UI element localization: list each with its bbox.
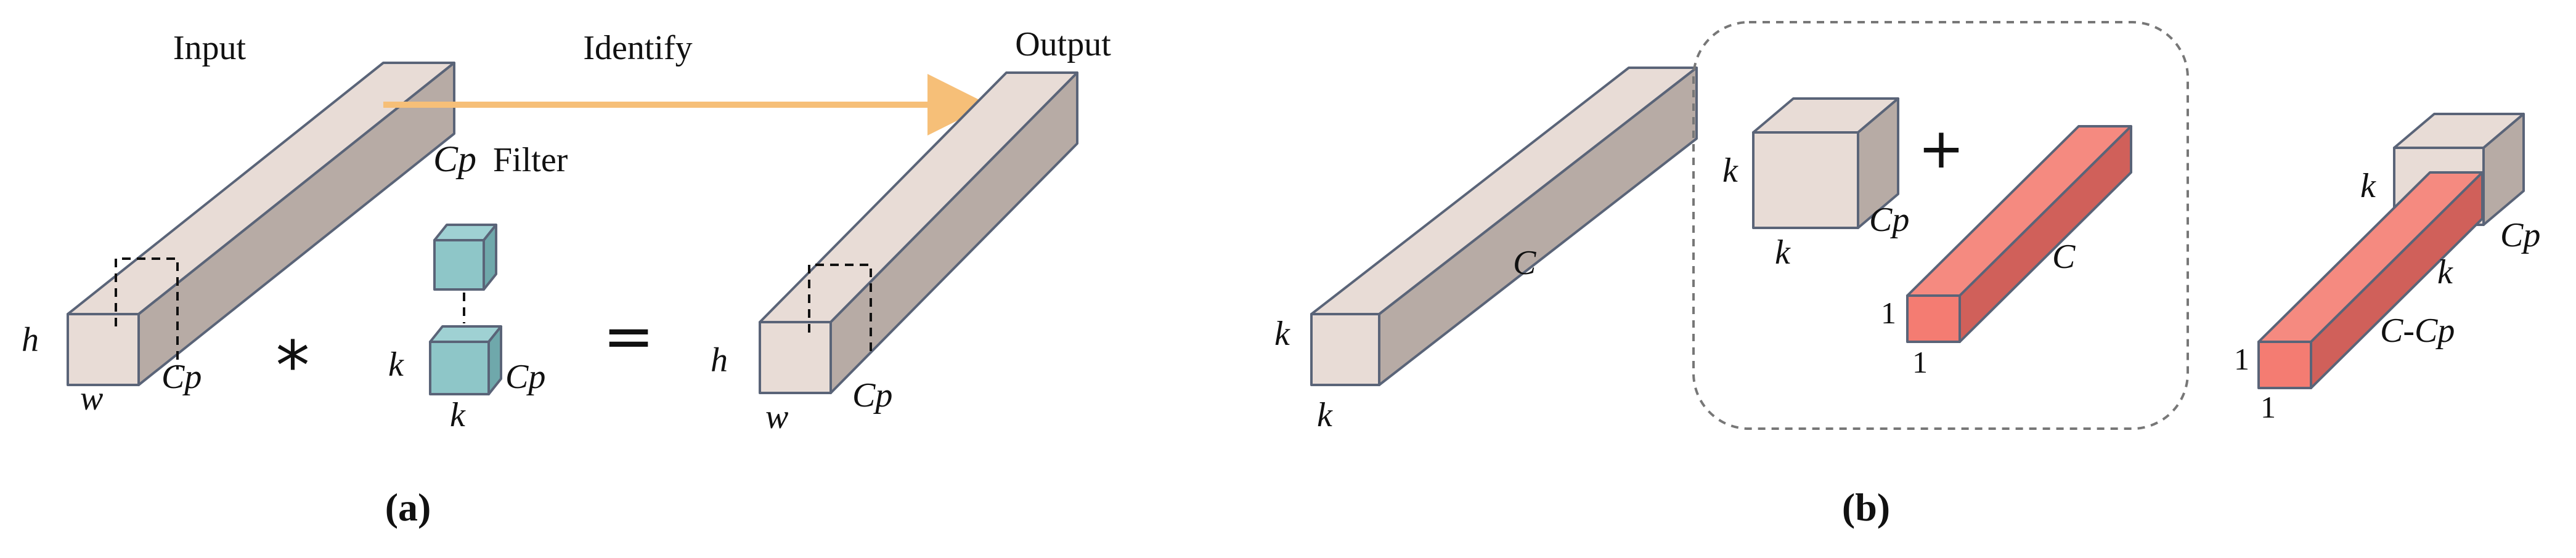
caption-b: (b) [1842, 485, 1890, 529]
filter-cp-label: Cp [505, 358, 545, 396]
output-label: Output [1015, 25, 1111, 63]
panel-b: k k C k k Cp + 1 1 C k k Cp 1 1 C-Cp (b) [1274, 21, 2540, 529]
plus-operator: + [1918, 116, 1964, 181]
decomposition-frame [1692, 21, 2189, 430]
output-cp-slice-dash [808, 264, 872, 357]
box-cube-k-bottom-label: k [1775, 233, 1791, 272]
input-cp-slice-dash [115, 257, 179, 370]
box-bar-front-face [1906, 294, 1961, 343]
panel-a: Input Identify Output Cp Filter h w Cp *… [22, 25, 1111, 529]
filter-cube-top [433, 224, 497, 291]
full-k-bottom-label: k [1317, 396, 1333, 434]
filter-bottom-front-face [429, 341, 490, 395]
full-weight-tensor [1310, 67, 1698, 386]
input-tensor [67, 62, 455, 386]
input-h-label: h [22, 321, 39, 359]
output-tensor [759, 71, 1078, 394]
box-cube-k-left-label: k [1722, 152, 1738, 190]
full-tensor-front-face [1310, 313, 1380, 386]
combo-bar-c-label: C-Cp [2380, 312, 2455, 350]
filter-top-front-face [433, 239, 485, 291]
output-cp-label: Cp [852, 376, 892, 414]
combined-remaining-bar [2257, 171, 2484, 389]
equals-operator: = [603, 300, 654, 372]
output-w-label: w [765, 398, 788, 436]
combo-cube-k-left-label: k [2360, 167, 2376, 205]
box-cube-cp-label: Cp [1869, 201, 1909, 239]
combo-cube-k-bottom-label: k [2437, 253, 2453, 291]
full-c-label: C [1513, 244, 1536, 282]
combo-bar-one-bottom-label: 1 [2260, 390, 2276, 424]
combo-cube-cp-label: Cp [2500, 216, 2540, 254]
full-k-left-label: k [1274, 315, 1290, 353]
input-w-label: w [80, 379, 103, 418]
box-bar-one-left-label: 1 [1881, 296, 1896, 330]
filter-cube-bottom [429, 325, 502, 395]
filter-symbol: Cp [433, 139, 476, 179]
identify-label: Identify [583, 29, 692, 67]
cp-weight-cube [1752, 97, 1899, 229]
input-cp-label: Cp [161, 358, 202, 396]
pointwise-weight-bar [1906, 125, 2132, 343]
box-bar-one-bottom-label: 1 [1912, 345, 1928, 379]
filter-word: Filter [493, 141, 568, 179]
combo-bar-one-left-label: 1 [2234, 342, 2249, 376]
output-h-label: h [711, 341, 728, 379]
box-cube-front-face [1752, 131, 1859, 229]
input-tensor-front-face [67, 313, 140, 386]
caption-a: (a) [385, 485, 431, 529]
output-tensor-front-face [759, 321, 832, 394]
filter-k-left-label: k [388, 346, 404, 384]
box-bar-c-label: C [2052, 238, 2076, 276]
input-label: Input [173, 29, 247, 67]
convolution-operator: * [276, 326, 310, 405]
filter-k-bottom-label: k [450, 396, 466, 434]
combo-bar-front-face [2257, 341, 2312, 389]
